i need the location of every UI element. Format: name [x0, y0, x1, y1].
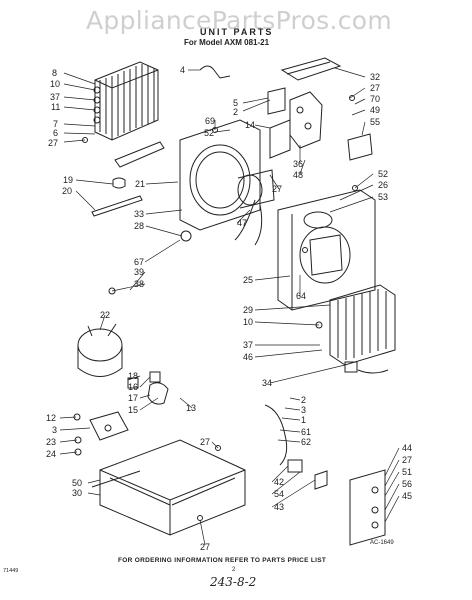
- callout-number: 12: [46, 413, 56, 423]
- callout-number: 3: [301, 405, 306, 415]
- callout-number: 6: [53, 128, 58, 138]
- callout-number: 70: [370, 94, 380, 104]
- callout-number: 15: [128, 405, 138, 415]
- callout-number: 8: [52, 68, 57, 78]
- callout-number: 23: [46, 437, 56, 447]
- callout-number: 33: [134, 209, 144, 219]
- callout-number: 52: [204, 128, 214, 138]
- condenser-coil: [329, 284, 396, 366]
- callout-number: 7: [53, 119, 58, 129]
- callout-number: 13: [186, 403, 196, 413]
- callout-number: 52: [378, 169, 388, 179]
- compressor: [77, 323, 123, 377]
- callout-number: 2: [233, 107, 238, 117]
- blower-housing: [277, 189, 376, 311]
- fan-shroud: [179, 119, 261, 231]
- callout-number: 43: [274, 502, 284, 512]
- callout-number: 5: [233, 98, 238, 108]
- callout-number: 27: [200, 437, 210, 447]
- callout-number: 64: [296, 291, 306, 301]
- callout-number: 61: [301, 427, 311, 437]
- callout-number: 20: [62, 186, 72, 196]
- top-cover-panel: [280, 57, 342, 81]
- callout-number: 26: [378, 180, 388, 190]
- callout-number: 17: [128, 393, 138, 403]
- base-pan: [99, 439, 246, 536]
- callout-number: 53: [378, 192, 388, 202]
- drawing-code: AC-1649: [370, 540, 394, 546]
- callout-number: 22: [100, 310, 110, 320]
- callout-number: 28: [134, 221, 144, 231]
- callout-number: 18: [128, 371, 138, 381]
- callout-number: 50: [72, 478, 82, 488]
- callout-number: 27: [200, 542, 210, 552]
- callout-number: 2: [301, 395, 306, 405]
- ordering-footer: FOR ORDERING INFORMATION REFER TO PARTS …: [118, 557, 327, 564]
- callout-number: 44: [402, 443, 412, 453]
- callout-number: 21: [135, 179, 145, 189]
- callout-number: 19: [63, 175, 73, 185]
- page-number: 2: [232, 567, 236, 573]
- callout-number: 49: [370, 105, 380, 115]
- callout-number: 10: [243, 317, 253, 327]
- callout-number: 32: [370, 72, 380, 82]
- document-code: 71449: [3, 568, 19, 574]
- watermark: AppliancePartsPros.com: [86, 6, 393, 35]
- callout-number: 42: [274, 477, 284, 487]
- callout-number: 55: [370, 117, 380, 127]
- callout-number: 27: [48, 138, 58, 148]
- callout-number: 69: [205, 116, 215, 126]
- callout-number: 29: [243, 305, 253, 315]
- model-subtitle: For Model AXM 081-21: [184, 38, 270, 47]
- fan-motor: [234, 169, 275, 246]
- callout-number: 16: [128, 382, 138, 392]
- callout-number: 14: [245, 120, 255, 130]
- callout-number: 11: [51, 102, 60, 112]
- callout-number: 4: [180, 65, 185, 75]
- callout-number: 36: [293, 159, 303, 169]
- handwritten-note: 243-8-2: [210, 575, 257, 589]
- callout-labels: 8 10 37 11 7 6 27 19 20 4 32 27 70 5 2 4…: [46, 65, 412, 552]
- evaporator-coil: [93, 61, 159, 141]
- callout-number: 10: [50, 79, 60, 89]
- callout-number: 62: [301, 437, 311, 447]
- callout-number: 47: [237, 218, 247, 228]
- callout-number: 27: [402, 455, 412, 465]
- callout-number: 27: [370, 83, 380, 93]
- callout-number: 27: [272, 184, 282, 194]
- callout-number: 67: [134, 257, 144, 267]
- callout-number: 38: [134, 279, 144, 289]
- callout-number: 37: [243, 340, 253, 350]
- callout-number: 24: [46, 449, 56, 459]
- callout-number: 48: [293, 170, 303, 180]
- callout-number: 39: [134, 267, 144, 277]
- callout-number: 51: [402, 467, 412, 477]
- callout-number: 54: [274, 489, 284, 499]
- callout-number: 37: [50, 92, 60, 102]
- callout-number: 1: [301, 415, 306, 425]
- callout-number: 45: [402, 491, 412, 501]
- callout-number: 25: [243, 275, 253, 285]
- foam-strip: [114, 141, 165, 168]
- callout-number: 34: [262, 378, 272, 388]
- callout-number: 46: [243, 352, 253, 362]
- callout-number: 30: [72, 488, 82, 498]
- callout-number: 56: [402, 479, 412, 489]
- callout-number: 3: [52, 425, 57, 435]
- page-title: UNIT PARTS: [200, 27, 274, 37]
